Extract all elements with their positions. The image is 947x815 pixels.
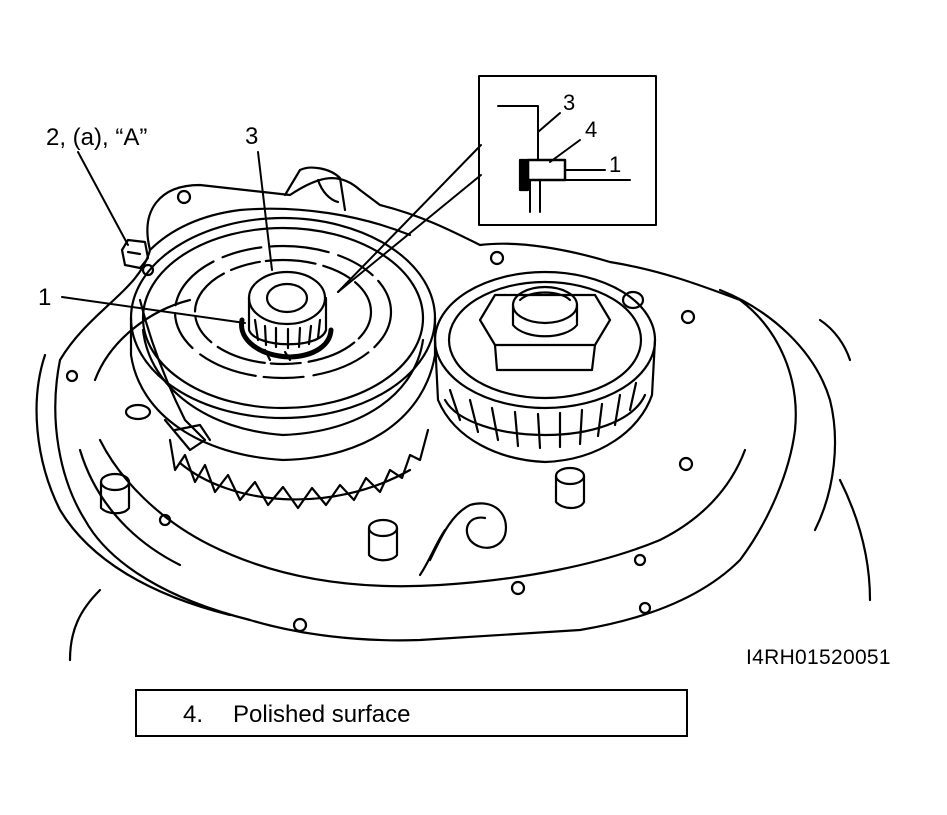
spring-clip [418,502,508,577]
right-gear-assembly [433,270,657,464]
inset-label-3: 3 [563,90,576,115]
legend-box: 4. Polished surface [135,689,688,737]
legend-number: 4. [183,701,204,728]
housing-outline [35,177,872,662]
callout-label-1: 1 [38,284,52,311]
bolt-2 [120,238,150,270]
leader-lines [61,144,482,324]
callout-label-3: 3 [245,123,259,150]
inset-label-1: 1 [609,152,622,177]
left-gear-assembly [129,216,437,510]
callout-label-2: 2, (a), “A” [46,124,148,151]
legend-text: Polished surface [233,701,411,728]
housing-boss [283,166,347,212]
inset-label-4: 4 [585,117,598,142]
figure-id: I4RH01520051 [746,646,891,669]
inset-detail [478,75,657,226]
dowel-pins [99,403,586,562]
bolt-holes [65,189,696,633]
shift-fork [138,298,212,452]
